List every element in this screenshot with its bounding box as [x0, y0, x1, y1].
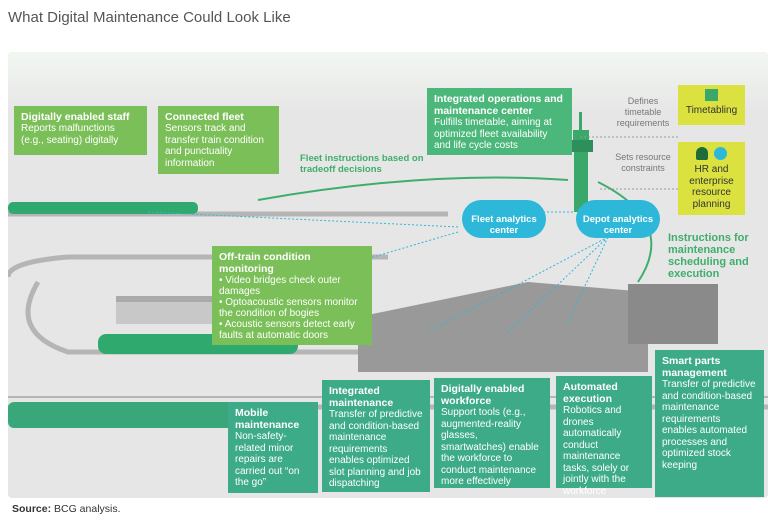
list-item: Acoustic sensors detect early faults at … — [219, 319, 365, 341]
box-text: Sensors track and transfer train conditi… — [165, 123, 264, 169]
fleet-analytics-cloud: Fleet analytics center — [462, 200, 546, 238]
hr-erp-box: HR and enterprise resource planning — [678, 142, 745, 215]
timetable-note: Defines timetable requirements — [616, 96, 670, 128]
network-icon — [714, 147, 727, 160]
box-title: Digitally enabled workforce — [441, 383, 525, 407]
box-title: Off-train condition monitoring — [219, 251, 311, 275]
box-text: Transfer of predictive and condition-bas… — [662, 379, 756, 471]
tower — [569, 112, 593, 212]
box-text: Robotics and drones automatically conduc… — [563, 405, 630, 497]
box-title: Automated execution — [563, 381, 618, 405]
automated-execution-box: Automated execution Robotics and drones … — [556, 376, 652, 497]
box-title: Mobile maintenance — [235, 407, 300, 431]
source-label: Source: — [12, 503, 52, 515]
depot — [358, 282, 718, 372]
maintenance-instructions-label: Instructions for maintenance scheduling … — [668, 232, 749, 280]
box-title: HR and enterprise resource planning — [689, 164, 734, 210]
railway-scene — [8, 52, 768, 428]
depot-analytics-cloud: Depot analytics center — [576, 200, 660, 238]
fleet-instruction-arrow — [257, 176, 569, 201]
box-text: Non-safety-related minor repairs are car… — [235, 431, 300, 488]
list-item: Optoacoustic sensors monitor the conditi… — [219, 297, 365, 319]
timetabling-box: Timetabling — [678, 85, 745, 125]
source-note: Source: BCG analysis. — [12, 503, 121, 515]
list-item: Video bridges check outer damages — [219, 275, 365, 297]
box-title: Connected fleet — [165, 111, 244, 123]
connected-fleet-box: Connected fleet Sensors track and transf… — [158, 106, 279, 174]
mobile-maintenance-box: Mobile maintenance Non-safety-related mi… — [228, 402, 318, 493]
source-text: BCG analysis. — [54, 503, 121, 515]
off-train-monitoring-box: Off-train condition monitoring Video bri… — [212, 246, 372, 345]
integrated-operations-box: Integrated operations and maintenance ce… — [427, 88, 572, 155]
digitally-enabled-staff-box: Digitally enabled staff Reports malfunct… — [14, 106, 147, 155]
box-title: Digitally enabled staff — [21, 111, 130, 123]
box-text: Transfer of predictive and condition-bas… — [329, 409, 423, 489]
digitally-enabled-workforce-box: Digitally enabled workforce Support tool… — [434, 378, 550, 488]
monitoring-list: Video bridges check outer damages Optoac… — [219, 275, 365, 341]
calendar-icon — [705, 89, 718, 101]
page-title: What Digital Maintenance Could Look Like — [8, 9, 291, 26]
person-icon — [696, 147, 708, 160]
box-title: Integrated operations and maintenance ce… — [434, 93, 563, 117]
fleet-instructions-label: Fleet instructions based on tradeoff dec… — [300, 153, 424, 175]
box-title: Timetabling — [685, 105, 738, 116]
integrated-maintenance-box: Integrated maintenance Transfer of predi… — [322, 380, 430, 492]
box-title: Smart parts management — [662, 355, 727, 379]
resource-note: Sets resource constraints — [615, 152, 671, 173]
smart-parts-management-box: Smart parts management Transfer of predi… — [655, 350, 764, 497]
box-text: Support tools (e.g., augmented-reality g… — [441, 407, 539, 487]
trains — [8, 202, 298, 428]
scene-illustration: Digitally enabled staff Reports malfunct… — [8, 52, 768, 498]
box-text: Fulfills timetable, aiming at optimized … — [434, 117, 552, 151]
box-text: Reports malfunctions (e.g., seating) dig… — [21, 123, 119, 146]
box-title: Integrated maintenance — [329, 385, 394, 409]
